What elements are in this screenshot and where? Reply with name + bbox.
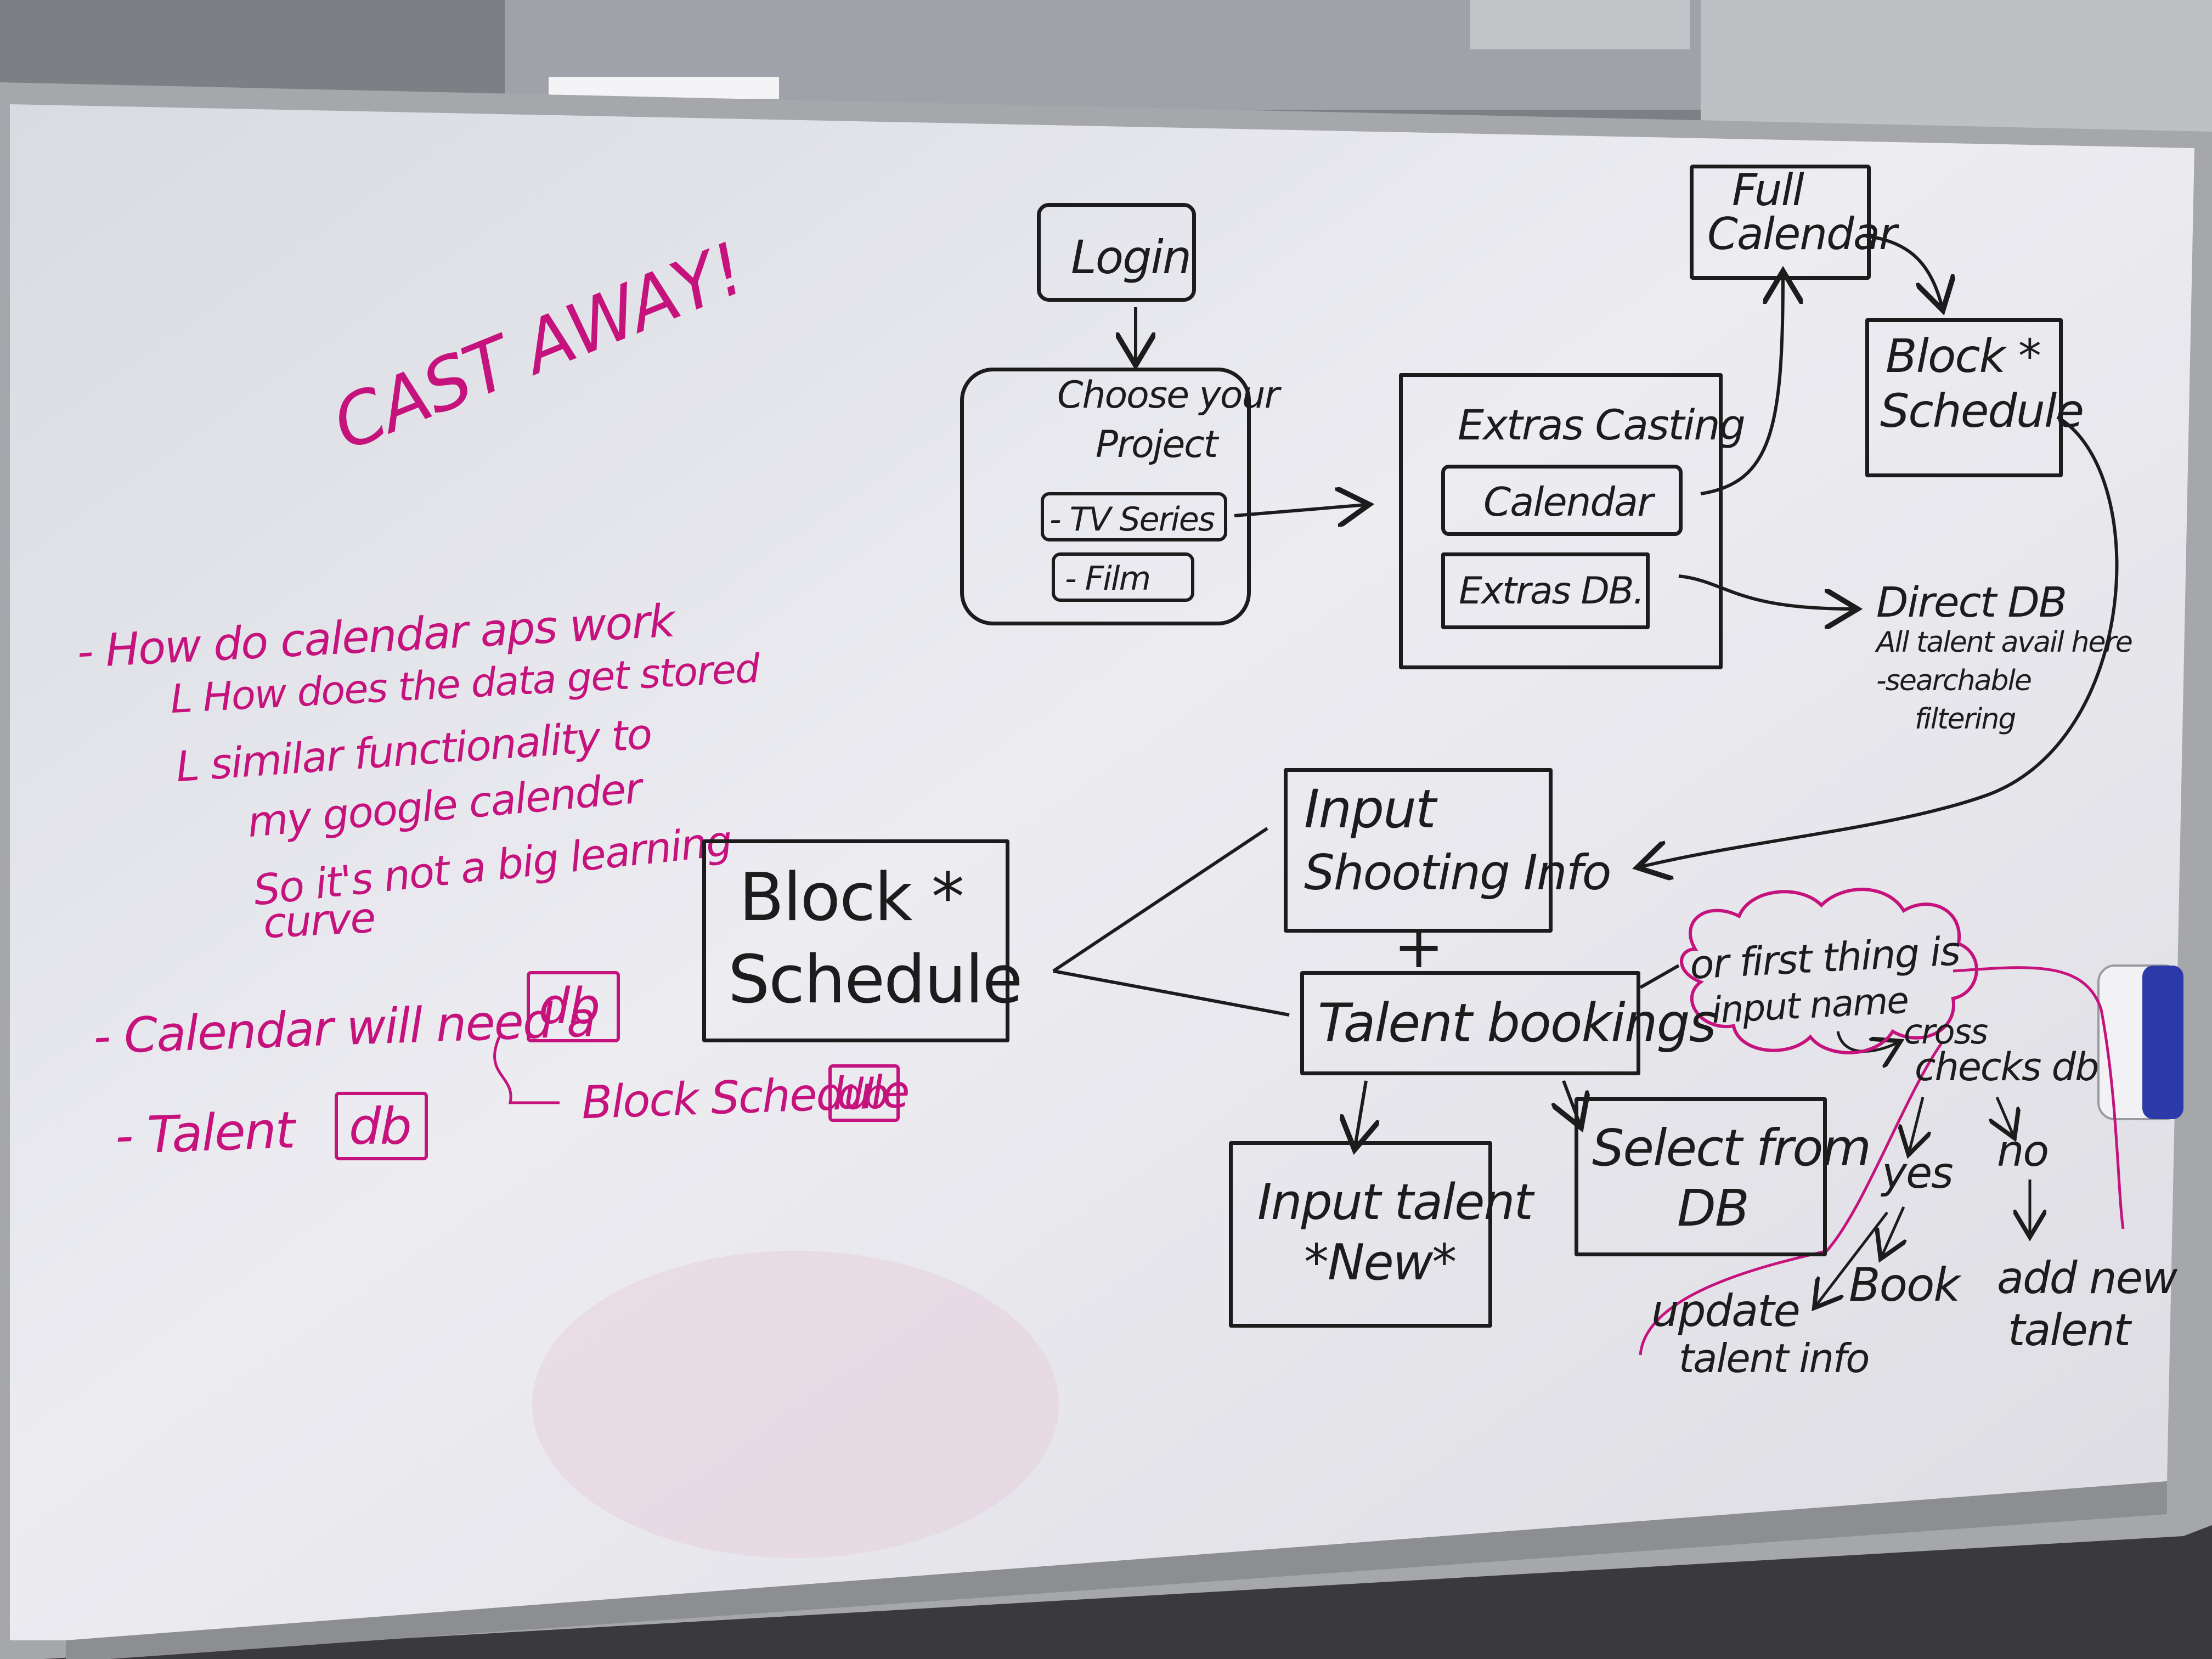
arrow-cross-to-yes <box>1909 1097 1923 1152</box>
arrow-tvseries-to-extras <box>1234 505 1366 516</box>
block-schedule-main-line1: Block * <box>739 860 964 936</box>
choose-project-line1: Choose your <box>1057 374 1280 417</box>
ceiling-light <box>549 77 779 99</box>
plus-sign: + <box>1393 911 1444 981</box>
extras-casting-box: Extras Casting Calendar Extras DB. <box>1399 373 1746 669</box>
block-schedule-db-label: db <box>837 1069 889 1118</box>
note-question-1b-4: curve <box>262 893 376 948</box>
add-new-line1: add new <box>1997 1252 2177 1304</box>
yes-label: yes <box>1882 1149 1954 1198</box>
input-talent-line2: *New* <box>1304 1234 1457 1291</box>
full-calendar-line1: Full <box>1732 165 1804 216</box>
full-calendar-box: Full Calendar <box>1690 165 1897 280</box>
cross-checks-line2: checks db <box>1915 1045 2100 1090</box>
direct-db-line2: All talent avail here <box>1876 626 2133 659</box>
magenta-arrow-db-to-block <box>493 1036 560 1104</box>
input-shooting-line1: Input <box>1304 778 1436 840</box>
talent-bookings-label: Talent bookings <box>1318 992 1717 1054</box>
note-talent-db: - Talent <box>114 1101 295 1166</box>
calendar-db-box: db <box>527 971 620 1042</box>
full-calendar-line2: Calendar <box>1707 208 1897 259</box>
input-talent-box: Input talent *New* <box>1229 1141 1533 1328</box>
direct-db-title: Direct DB <box>1876 578 2067 627</box>
choose-project-box: Choose your Project - TV Series - Film <box>960 368 1280 625</box>
block-schedule-main-line2: Schedule <box>728 942 1023 1018</box>
calendar-box: Calendar <box>1441 465 1683 536</box>
marker-tray <box>66 1481 2167 1659</box>
arrow-yes-to-update <box>1816 1211 1888 1306</box>
block-schedule-top-line1: Block * <box>1886 329 2041 383</box>
cross-checks-line1: cross <box>1904 1012 1988 1052</box>
update-line1: update <box>1651 1285 1801 1336</box>
block-schedule-top-line2: Schedule <box>1880 384 2084 438</box>
line-bookings-to-cloud <box>1639 964 1680 989</box>
calendar-label: Calendar <box>1483 479 1654 525</box>
update-line2: talent info <box>1679 1335 1870 1381</box>
block-schedule-top-box: Block * Schedule <box>1865 318 2084 477</box>
select-from-db-box: Select from DB <box>1575 1097 1871 1256</box>
block-schedule-db-box: db <box>828 1064 900 1122</box>
login-label: Login <box>1071 230 1192 284</box>
film-option: - Film <box>1052 552 1194 602</box>
arrow-bookings-to-input-talent <box>1355 1080 1366 1147</box>
select-from-db-line1: Select from <box>1592 1119 1871 1177</box>
film-label: - Film <box>1065 560 1151 598</box>
tv-series-label: - TV Series <box>1049 500 1215 539</box>
no-label: no <box>1997 1127 2049 1176</box>
line-input-to-block-main <box>1052 827 1268 973</box>
eraser-handle <box>2142 966 2183 1119</box>
talent-bookings-box: Talent bookings <box>1300 971 1717 1075</box>
arrow-cross-to-no <box>1997 1097 2013 1136</box>
extras-casting-label: Extras Casting <box>1458 400 1746 449</box>
arrow-full-calendar-to-block <box>1865 234 1942 307</box>
whiteboard-surface <box>10 104 2194 1640</box>
direct-db-line4: filtering <box>1915 703 2016 736</box>
calendar-db-label: db <box>539 978 600 1035</box>
talent-db-box: db <box>335 1092 428 1160</box>
select-from-db-line2: DB <box>1677 1179 1750 1238</box>
add-new-line2: talent <box>2008 1305 2131 1356</box>
wall-right <box>1701 0 2212 143</box>
choose-project-line2: Project <box>1096 423 1218 466</box>
arrow-extrasdb-to-directdb <box>1678 574 1854 609</box>
book-label: Book <box>1849 1258 1960 1312</box>
thought-cloud <box>1680 888 1978 1054</box>
input-shooting-line2: Shooting Info <box>1304 844 1611 901</box>
cloud-line2: input name <box>1711 979 1909 1032</box>
extras-db-label: Extras DB. <box>1459 569 1645 613</box>
talent-db-label: db <box>349 1097 412 1156</box>
block-schedule-main-box: Block * Schedule <box>702 839 1023 1042</box>
ceiling-vent <box>1470 0 1690 49</box>
input-shooting-info-box: Input Shooting Info <box>1284 768 1611 933</box>
login-box: Login <box>1037 203 1196 302</box>
arrow-block-to-input <box>1640 415 2119 867</box>
extras-db-box: Extras DB. <box>1441 552 1650 629</box>
direct-db-line3: -searchable <box>1876 664 2032 697</box>
arrow-yes-to-book <box>1882 1206 1904 1256</box>
input-talent-line1: Input talent <box>1257 1173 1533 1231</box>
tv-series-option: - TV Series <box>1041 492 1227 541</box>
eraser-smudge <box>532 1251 1059 1558</box>
line-bookings-to-block-main <box>1053 969 1290 1017</box>
line-calendar-to-full-calendar <box>1700 274 1783 495</box>
